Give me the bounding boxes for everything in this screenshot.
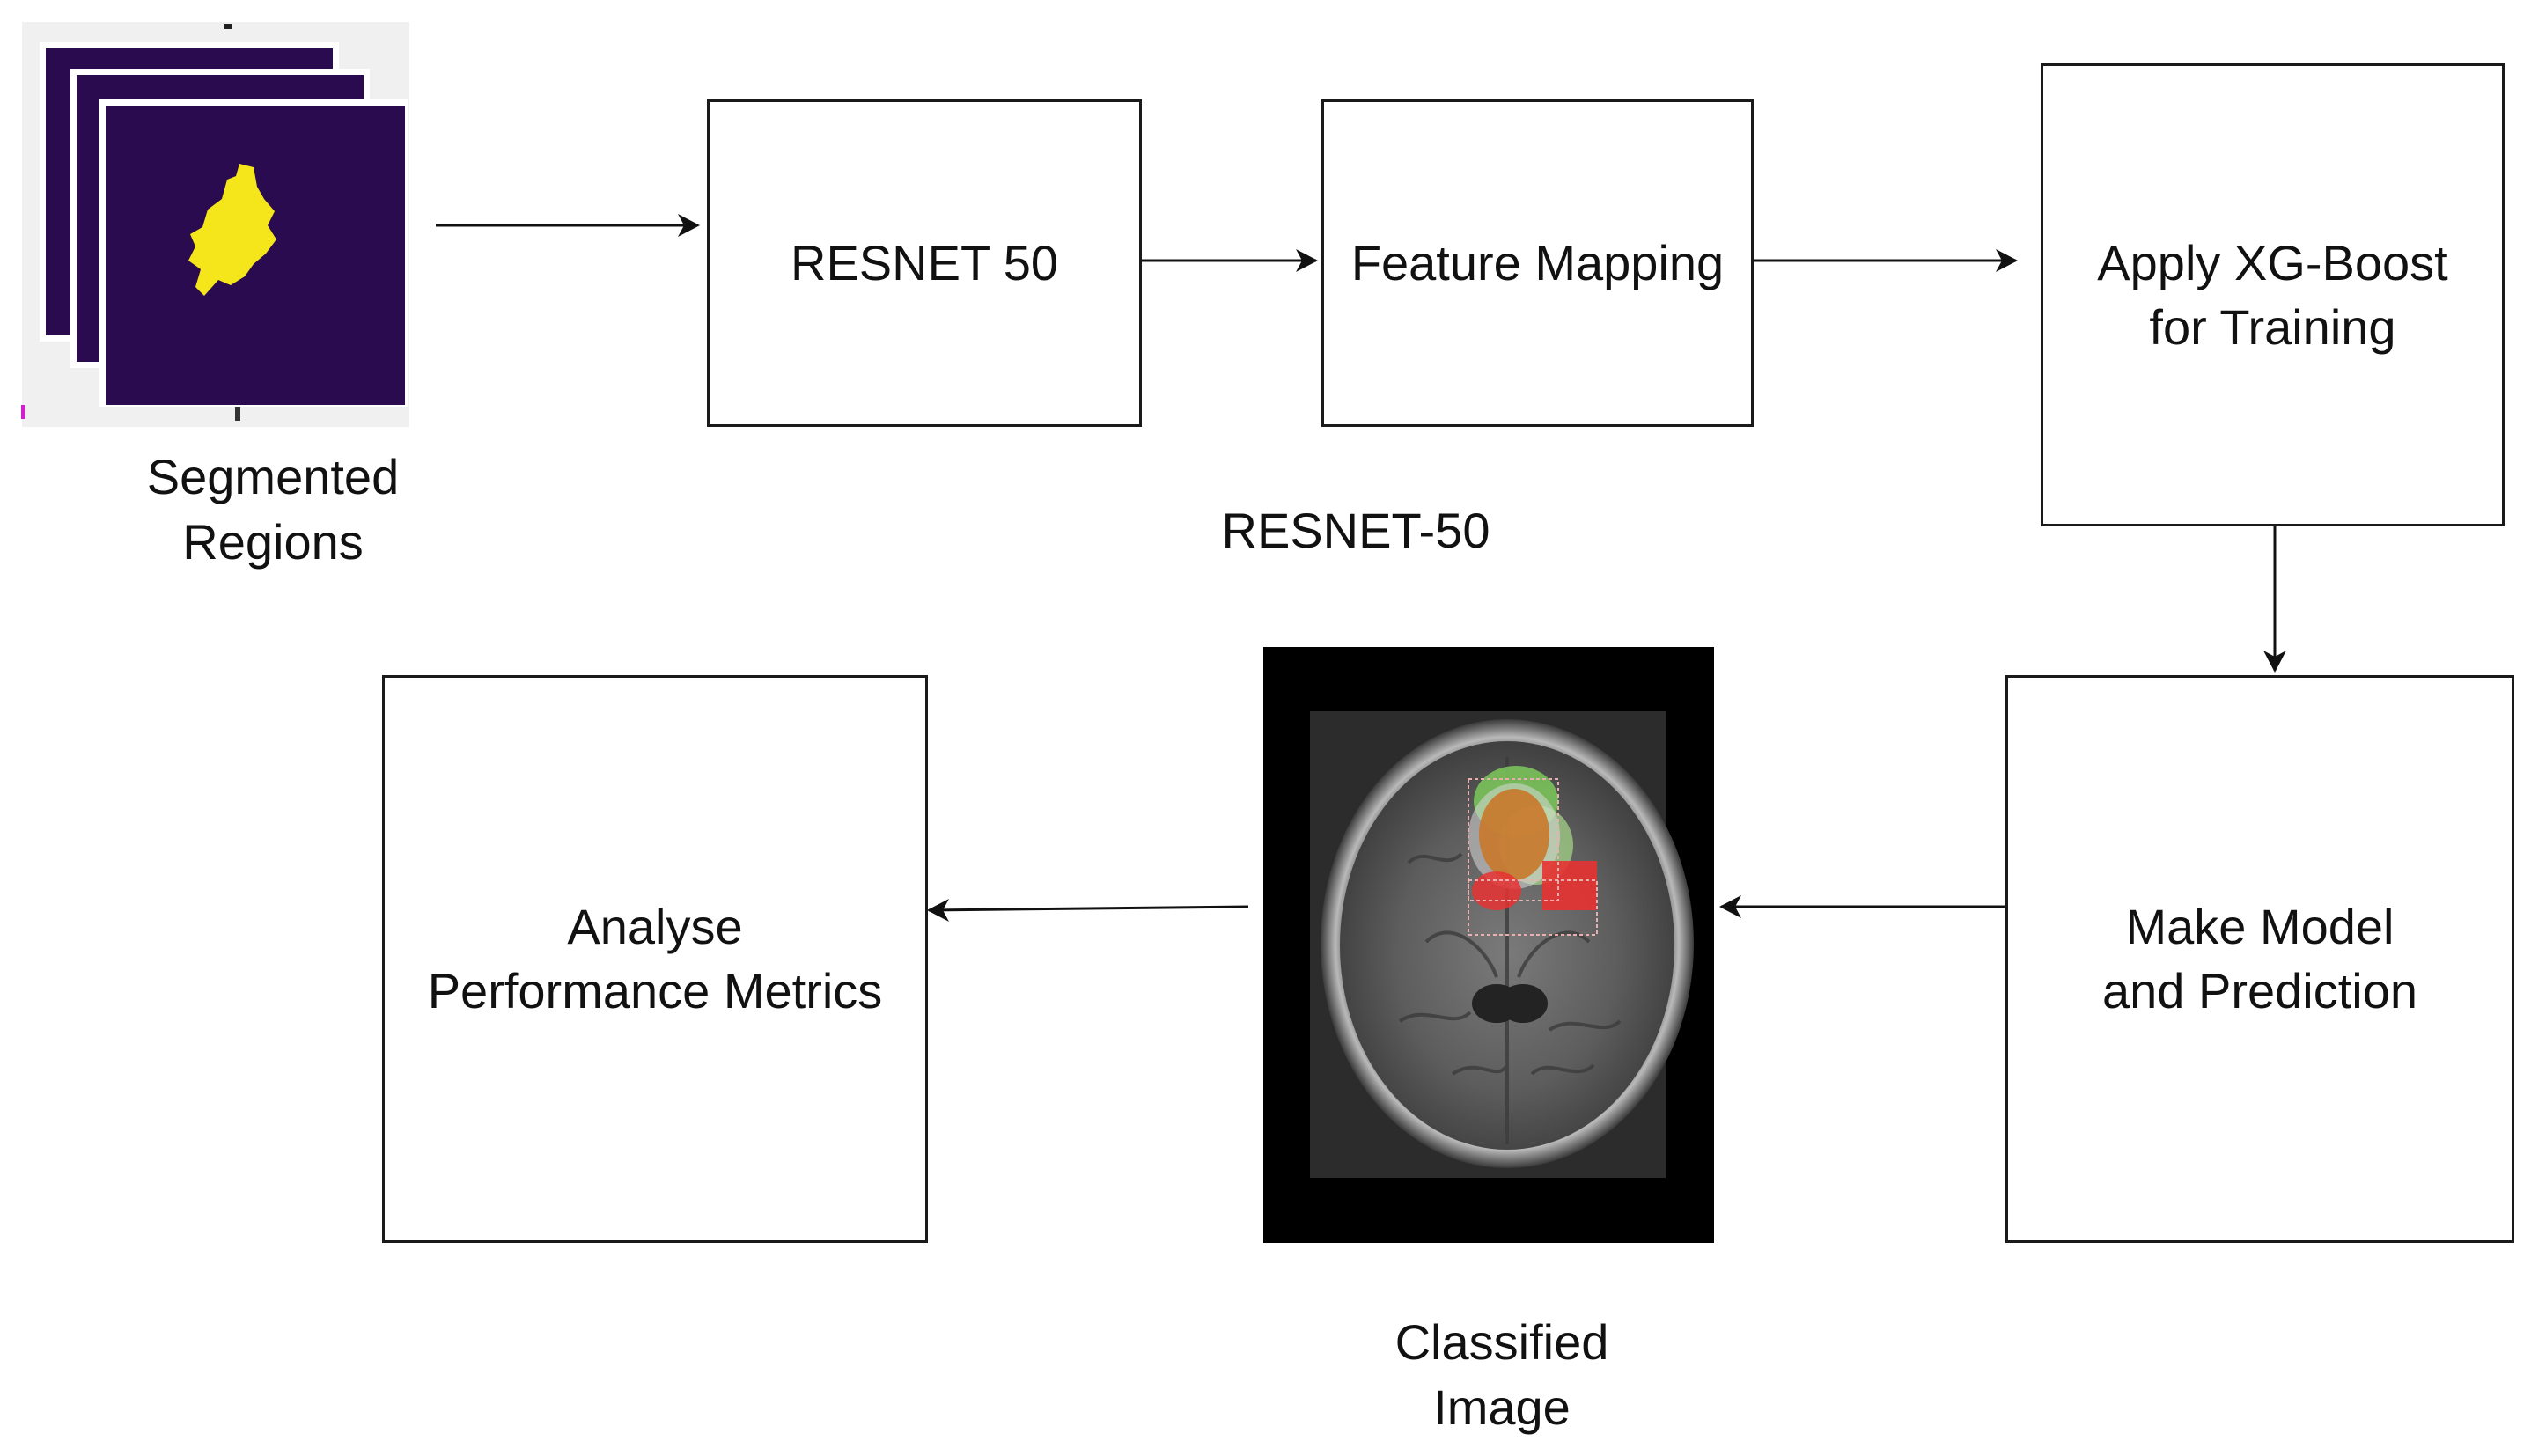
feature-mapping-label: Feature Mapping <box>1350 234 1725 290</box>
resnet50-box: RESNET 50 <box>707 99 1142 427</box>
arrowhead-segmented-to-resnet <box>678 214 700 237</box>
analyse-metrics-label: Analyse Performance Metrics <box>427 898 883 1018</box>
make-model-label: Make Model and Prediction <box>2101 898 2417 1018</box>
tumor-mask-blob <box>188 164 276 296</box>
xgboost-box: Apply XG-Boost for Training <box>2041 63 2505 526</box>
feature-mapping-box: Feature Mapping <box>1321 99 1754 427</box>
arrowhead-feature-to-xgboost <box>1996 249 2018 272</box>
arrowhead-model-to-classified <box>1719 895 1741 918</box>
resnet50-group-label: RESNET-50 <box>1221 503 1490 558</box>
segmented-regions-label: Segmented Regions <box>146 449 400 570</box>
arrowhead-xgboost-to-model <box>2263 651 2286 673</box>
segmented-regions-image <box>21 22 409 427</box>
make-model-box: Make Model and Prediction <box>2005 675 2514 1243</box>
resnet50-box-label: RESNET 50 <box>791 234 1058 290</box>
arrowhead-resnet-to-feature <box>1296 249 1318 272</box>
analyse-metrics-box: Analyse Performance Metrics <box>382 675 928 1243</box>
tumor-overlay <box>1468 766 1598 936</box>
arrowhead-classified-to-analyse <box>927 899 949 922</box>
classified-image-label: Classified Image <box>1394 1314 1609 1435</box>
xgboost-label: Apply XG-Boost for Training <box>2097 235 2448 355</box>
mask-slice-front <box>99 99 408 407</box>
arrow-classified-to-analyse <box>928 905 1249 912</box>
